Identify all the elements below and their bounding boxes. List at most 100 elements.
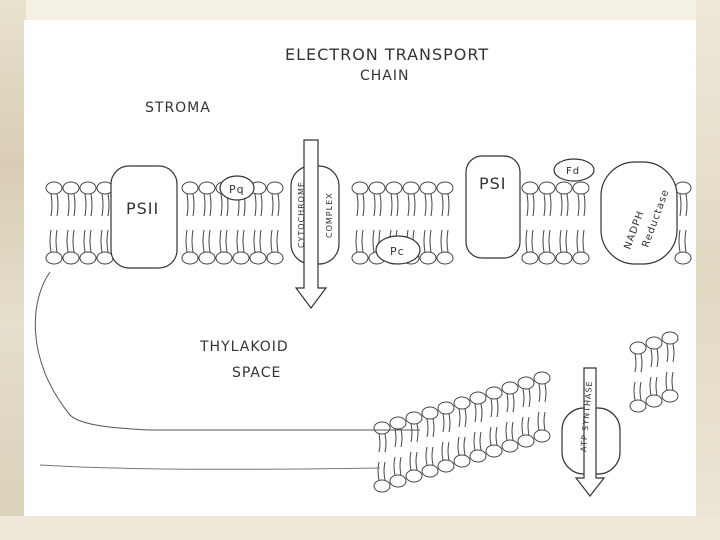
lipid-tail: [186, 193, 189, 217]
lipid-tail: [559, 229, 562, 253]
lipid-tail: [639, 381, 642, 401]
lipid-tail: [432, 418, 435, 438]
lipid-tail: [512, 393, 515, 413]
lipid-tail: [361, 229, 364, 253]
lipid-tail: [400, 428, 403, 448]
lipid-tail: [209, 193, 212, 217]
lipid-tail: [665, 371, 668, 391]
lipid-tail: [410, 423, 413, 443]
lipid-tail: [396, 193, 399, 217]
lipid-head: [661, 389, 679, 403]
lipid-tail: [678, 229, 681, 253]
lipid-head: [538, 251, 556, 265]
lipid-tail: [66, 229, 69, 253]
lipid-tail: [473, 431, 476, 451]
background-right-strip: [696, 0, 720, 540]
lipid-tail: [633, 381, 636, 401]
lipid-tail: [192, 193, 195, 217]
thylakoid-label-line2: SPACE: [232, 365, 281, 381]
lipid-tail: [377, 461, 380, 481]
cytochrome-arrow: [294, 139, 328, 309]
lipid-tail: [425, 446, 428, 466]
lipid-head: [538, 181, 556, 195]
lipid-head: [389, 474, 407, 488]
lipid-tail: [542, 229, 545, 253]
pq-label: Pq: [229, 183, 245, 196]
lipid-head: [436, 181, 454, 195]
lipid-head: [405, 469, 423, 483]
lipid-tail: [532, 193, 535, 217]
lipid-head: [405, 411, 423, 425]
lipid-tail: [355, 229, 358, 253]
lipid-head: [198, 181, 216, 195]
lipid-tail: [560, 193, 563, 217]
lipid-tail: [424, 193, 427, 217]
lipid-tail: [521, 416, 524, 436]
lipid-tail: [463, 436, 466, 456]
lipid-tail: [566, 193, 569, 217]
lipid-tail: [656, 348, 659, 368]
lipid-tail: [538, 383, 541, 403]
lipid-tail: [640, 353, 643, 373]
lipid-head: [62, 181, 80, 195]
lipid-tail: [356, 193, 359, 217]
lipid-head: [373, 479, 391, 493]
lipid-tail: [684, 229, 687, 253]
lipid-tail: [409, 451, 412, 471]
atp-synthase-arrow: [574, 367, 606, 497]
lipid-head: [485, 386, 503, 400]
lipid-tail: [447, 193, 450, 217]
psi-complex: [465, 155, 521, 259]
lipid-tail: [442, 413, 445, 433]
title-line1: ELECTRON TRANSPORT: [285, 45, 489, 64]
lipid-tail: [271, 193, 274, 217]
lipid-tail: [457, 436, 460, 456]
lipid-tail: [362, 193, 365, 217]
lipid-tail: [577, 193, 580, 217]
lipid-head: [421, 406, 439, 420]
background-leaf-strip: [0, 0, 26, 540]
lipid-tail: [685, 193, 688, 217]
lipid-tail: [260, 193, 263, 217]
lipid-head: [469, 391, 487, 405]
lipid-head: [629, 341, 647, 355]
lipid-tail: [527, 416, 530, 436]
lipid-head: [45, 181, 63, 195]
lipid-head: [661, 331, 679, 345]
lipid-tail: [191, 229, 194, 253]
lipid-tail: [49, 229, 52, 253]
lipid-tail: [394, 428, 397, 448]
lipid-tail: [225, 229, 228, 253]
lipid-tail: [474, 403, 477, 423]
lipid-tail: [426, 418, 429, 438]
lipid-head: [501, 381, 519, 395]
lipid-tail: [431, 446, 434, 466]
lipid-head: [45, 251, 63, 265]
lipid-tail: [67, 193, 70, 217]
lipid-tail: [548, 229, 551, 253]
lipid-head: [402, 181, 420, 195]
lipid-head: [453, 454, 471, 468]
lipid-tail: [511, 421, 514, 441]
lipid-tail: [259, 229, 262, 253]
lipid-tail: [565, 229, 568, 253]
lipid-tail: [90, 193, 93, 217]
lipid-head: [674, 251, 692, 265]
lipid-tail: [531, 229, 534, 253]
lipid-head: [572, 251, 590, 265]
lipid-head: [96, 251, 114, 265]
pc-carrier: [375, 235, 421, 265]
lipid-tail: [505, 421, 508, 441]
lipid-tail: [549, 193, 552, 217]
fd-carrier: [553, 158, 595, 182]
lipid-tail: [413, 193, 416, 217]
lipid-tail: [407, 193, 410, 217]
lipid-tail: [479, 431, 482, 451]
lipid-tail: [208, 229, 211, 253]
lipid-head: [215, 251, 233, 265]
lipid-head: [232, 251, 250, 265]
lipid-head: [517, 434, 535, 448]
lipid-tail: [448, 413, 451, 433]
lipid-tail: [107, 193, 110, 217]
